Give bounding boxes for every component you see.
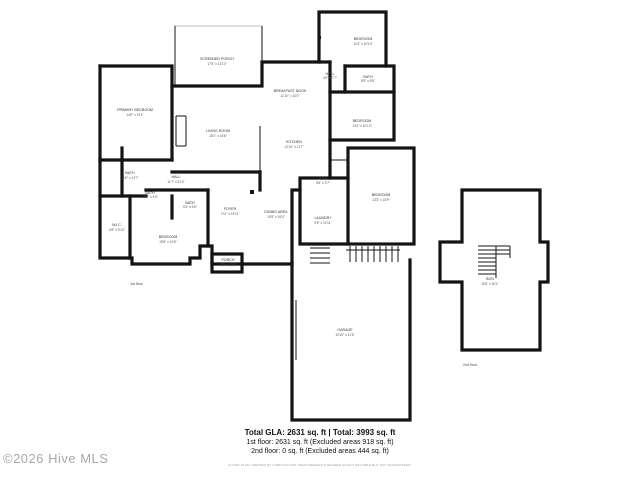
room-dims: 14'9" x 19'1" [126, 113, 143, 117]
room-name: PORCH [222, 258, 235, 262]
room-dims: 7'11" x 14'11" [221, 212, 240, 216]
first-floor-area-line: 1st floor: 2631 sq. ft (Excluded areas 9… [246, 439, 394, 446]
room-dims: 9'6" x 10'11" [314, 221, 331, 225]
room-dims: 19'10" x 31'5" [335, 333, 354, 337]
room-name: BEDROOM [353, 119, 372, 123]
second-floor-plan [438, 188, 550, 352]
stairs-second-floor [478, 245, 511, 278]
floor-label-second: 2nd floor [463, 363, 478, 367]
room-name: FOYER [224, 207, 237, 211]
room-dims: 8'9" x 5'8" [361, 79, 375, 83]
room-name: KITCHEN [286, 140, 302, 144]
room-name: HALL [319, 176, 328, 180]
room-dims: 12'10" x 11'7" [284, 145, 303, 149]
floor-label-first: 1st floor [130, 282, 144, 286]
room-name: SCREENED PORCH [200, 57, 234, 61]
room-dims: 19'5" x 30'1" [481, 282, 498, 286]
room-dims: 10'1" x 4'9" [142, 195, 158, 199]
room-name: BATH [363, 75, 373, 79]
room-name: BON [486, 277, 494, 281]
room-dims: 7'0" x 5'10" [220, 263, 236, 267]
mls-watermark: ©2026 Hive MLS [3, 451, 109, 466]
room-dims: 9'4" x 6'6" [183, 205, 197, 209]
room-dims: 5'6" x 3'7" [316, 181, 330, 185]
room-dims: 13'3" x 15'9" [372, 198, 389, 202]
room-name: BEDROOM [372, 193, 391, 197]
stairs-first-floor [310, 246, 400, 264]
room-name: DINING AREA [264, 210, 288, 214]
room-dims: 18'1" x 16'6" [209, 134, 226, 138]
room-name: BEDROOM [354, 37, 373, 41]
second-floor-area-line: 2nd floor: 0 sq. ft (Excluded areas 444 … [251, 448, 389, 455]
room-dims: 10'9" x 16'4" [267, 215, 284, 219]
measurement-disclaimer: FLOOR PLAN CREATED BY CUBICASA APP. MEAS… [228, 463, 412, 467]
room-name: BEDROOM [159, 235, 178, 239]
room-name: W.I.C. [112, 223, 122, 227]
room-name: PRIMARY BEDROOM [117, 108, 153, 112]
room-dims: 13'4" x 10'10" [352, 124, 371, 128]
room-dims: 6'8" x 9'10" [109, 228, 125, 232]
room-name: LAUNDRY [314, 216, 332, 220]
room-name: BATH [185, 201, 195, 205]
room-name: BATH [125, 171, 135, 175]
room-dims: 4'0" x 7'7" [323, 76, 337, 80]
room-dims: 11'6" x 12'7" [121, 176, 138, 180]
room-name: HALL [172, 175, 181, 179]
room-dims: 11'10" x 10'0" [280, 94, 299, 98]
room-dims: 17'5" x 12'10" [207, 62, 226, 66]
first-floor-plan [98, 10, 416, 422]
room-name: HALL [326, 72, 335, 76]
room-name: LIVING ROOM [206, 129, 230, 133]
room-name: BREAKFAST NOOK [274, 89, 307, 93]
room-name: BATH [145, 191, 155, 195]
room-dims: 15'8" x 10'6" [159, 240, 176, 244]
total-gla-line: Total GLA: 2631 sq. ft | Total: 3993 sq.… [244, 428, 396, 437]
room-dims: 12'4" x 10'10" [353, 42, 372, 46]
room-name: GARAGE [337, 328, 353, 332]
room-labels: SCREENED PORCH 17'5" x 12'10" BEDROOM 12… [109, 37, 499, 337]
room-dims: 11'7" x 5'10" [167, 180, 184, 184]
